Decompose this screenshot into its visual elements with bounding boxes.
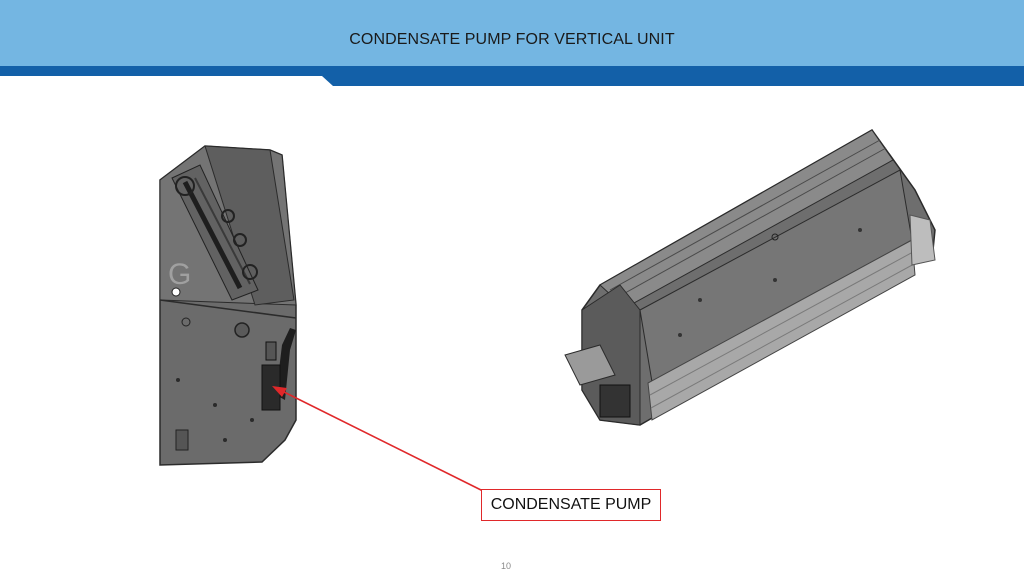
side-panel-letter: G — [168, 258, 191, 291]
callout-arrow — [272, 386, 484, 492]
condensate-pump-callout: CONDENSATE PUMP — [481, 489, 661, 521]
header-band-light — [0, 0, 1024, 66]
slide-title: CONDENSATE PUMP FOR VERTICAL UNIT — [349, 31, 675, 48]
page-number: 10 — [500, 561, 511, 571]
header-accent-stripe — [0, 66, 1024, 86]
slide-header: CONDENSATE PUMP FOR VERTICAL UNIT — [0, 0, 1024, 86]
side-view-unit-image — [159, 145, 297, 466]
isometric-view-unit-image — [564, 129, 936, 426]
